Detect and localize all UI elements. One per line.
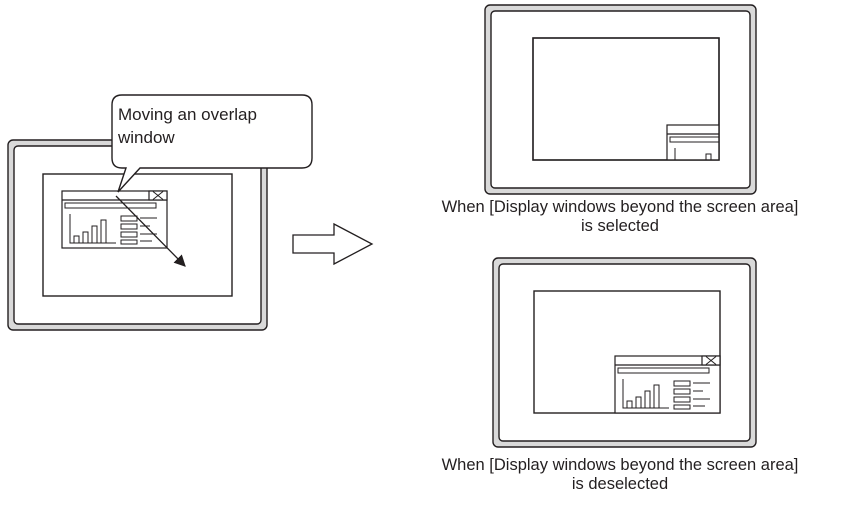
transition-arrow-icon (292, 222, 374, 266)
caption-selected-line-1: When [Display windows beyond the screen … (441, 198, 799, 216)
caption-deselected-line-1: When [Display windows beyond the screen … (441, 456, 799, 474)
caption-deselected: When [Display windows beyond the screen … (410, 456, 830, 494)
caption-deselected-line-2: is deselected (571, 475, 669, 493)
device-selected (484, 4, 757, 195)
caption-selected-line-2: is selected (581, 217, 659, 235)
callout-line-1: Moving an overlap (118, 105, 257, 124)
close-x-icon[interactable] (701, 355, 721, 366)
left-overlap-window[interactable] (61, 190, 168, 249)
list-lines-icon (120, 215, 157, 245)
callout-bubble (111, 94, 313, 193)
left-device (7, 139, 268, 331)
selected-overlap-window-partial (666, 124, 719, 160)
caption-selected: When [Display windows beyond the screen … (410, 198, 830, 236)
deselected-overlap-window[interactable] (614, 355, 721, 414)
callout-line-2: window (118, 128, 175, 147)
bar-chart-icon (69, 214, 116, 244)
device-deselected (492, 257, 757, 448)
close-x-icon[interactable] (148, 190, 168, 201)
move-arrow-icon (115, 195, 186, 267)
list-lines-icon (673, 380, 710, 410)
bar-chart-icon (622, 379, 669, 409)
callout-text: Moving an overlap window (118, 103, 257, 149)
